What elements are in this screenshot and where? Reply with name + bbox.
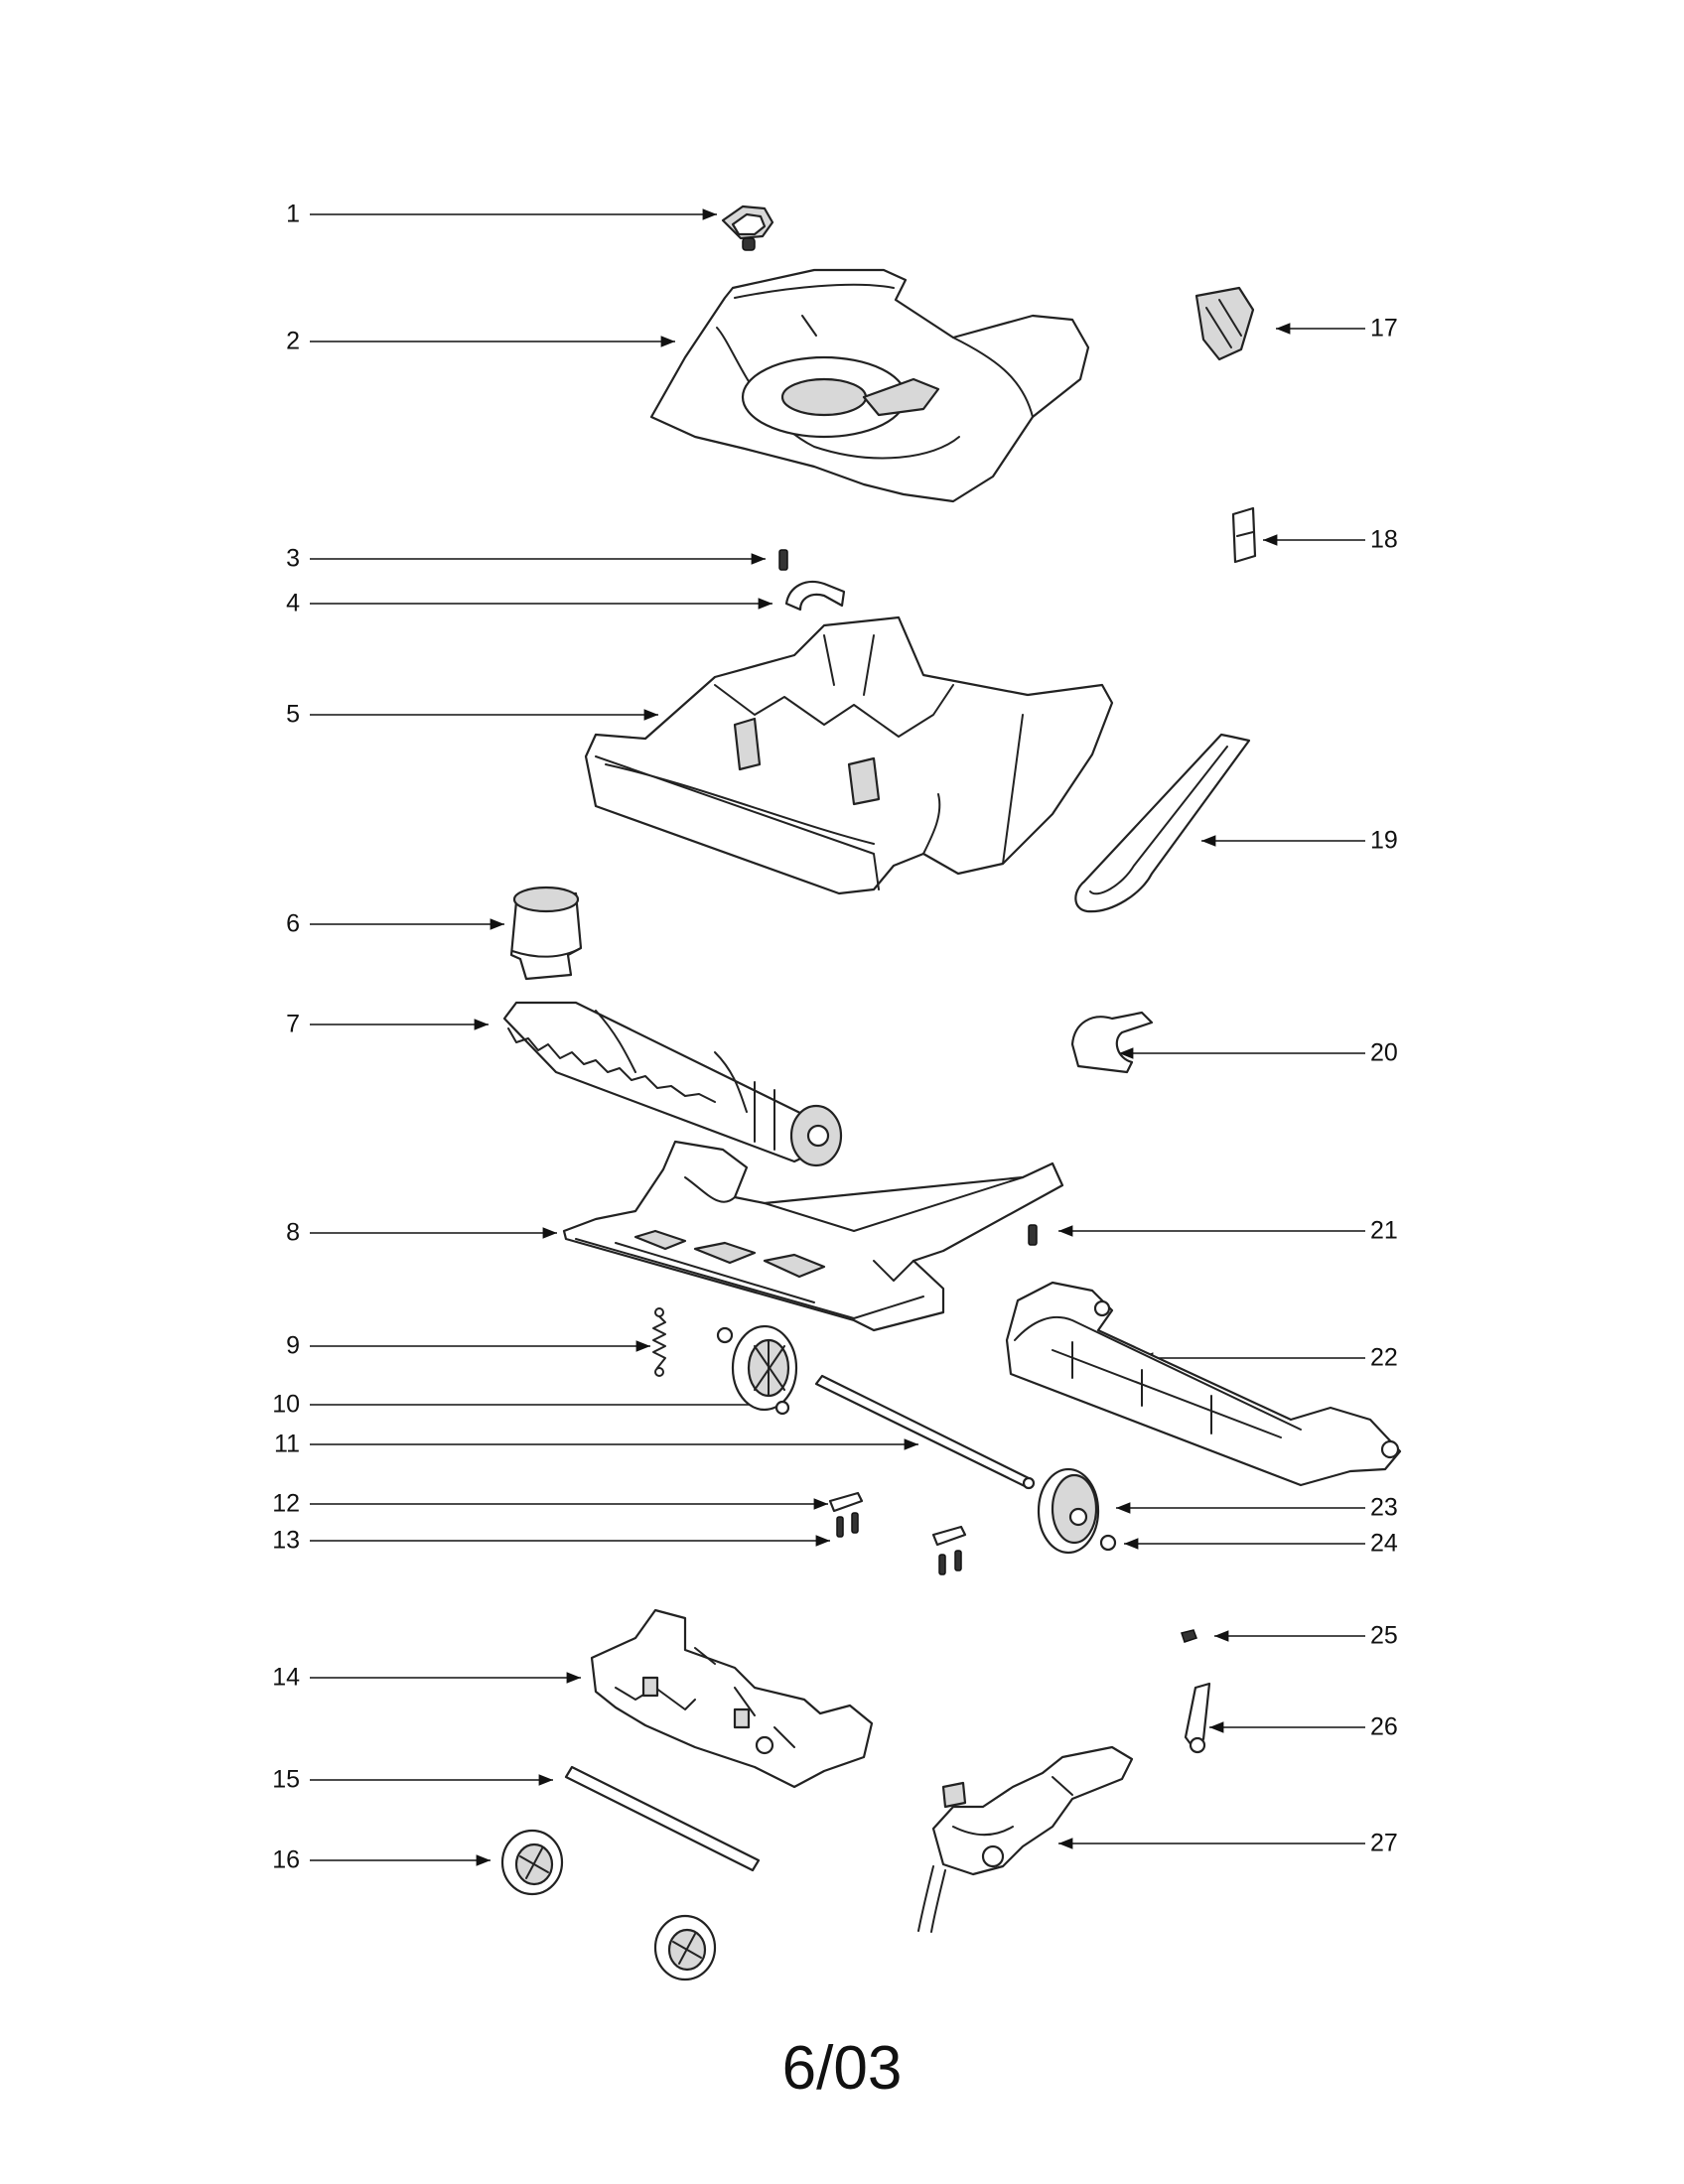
callout-label-19: 19	[1370, 826, 1398, 855]
callout-label-16: 16	[272, 1845, 300, 1874]
part-14-chassis	[590, 1608, 874, 1789]
callout-label-11: 11	[274, 1430, 300, 1458]
part-1-knob	[721, 205, 774, 251]
part-22-rear-housing	[1005, 1281, 1402, 1487]
part-10-wheel	[716, 1324, 798, 1416]
callout-label-14: 14	[272, 1663, 300, 1692]
callout-label-7: 7	[286, 1010, 300, 1038]
callout-label-26: 26	[1370, 1712, 1398, 1741]
callout-label-2: 2	[286, 327, 300, 355]
part-8-bottom-plate	[562, 1140, 1064, 1332]
callout-label-10: 10	[272, 1390, 300, 1419]
part-3-screw	[778, 549, 788, 571]
leader-lines-left	[310, 208, 918, 1866]
leader-lines-right	[1058, 323, 1365, 1849]
part-11-axle	[814, 1374, 1036, 1490]
part-4-strap	[784, 580, 846, 612]
part-24-washer	[1099, 1534, 1117, 1552]
callout-label-24: 24	[1370, 1529, 1398, 1558]
callout-label-25: 25	[1370, 1621, 1398, 1650]
callout-label-22: 22	[1370, 1343, 1398, 1372]
part-27-handle-bracket	[917, 1745, 1134, 1933]
callout-label-13: 13	[272, 1526, 300, 1555]
callout-label-6: 6	[286, 909, 300, 938]
callout-label-8: 8	[286, 1218, 300, 1247]
part-5-base-housing	[584, 615, 1114, 895]
callout-label-5: 5	[286, 700, 300, 729]
part-26-lever	[1184, 1682, 1211, 1754]
part-15-rod	[564, 1765, 761, 1872]
footer-date-code: 6/03	[781, 2034, 903, 2103]
callout-label-3: 3	[286, 544, 300, 573]
callout-label-20: 20	[1370, 1038, 1398, 1067]
callout-label-4: 4	[286, 589, 300, 617]
callout-label-15: 15	[272, 1765, 300, 1794]
part-2-hood	[649, 268, 1090, 503]
part-9-spring	[652, 1307, 666, 1377]
callout-label-1: 1	[286, 200, 300, 228]
callout-label-12: 12	[272, 1489, 300, 1518]
callout-label-18: 18	[1370, 525, 1398, 554]
part-12-clip	[828, 1491, 967, 1547]
callout-label-17: 17	[1370, 314, 1398, 342]
part-17-bracket	[1194, 286, 1255, 361]
part-13-screws	[836, 1512, 962, 1575]
part-21-screw	[1028, 1224, 1038, 1246]
callout-label-27: 27	[1370, 1829, 1398, 1857]
part-20-clip	[1070, 1011, 1154, 1074]
part-16-wheels	[500, 1829, 717, 1981]
part-6-coupling	[509, 886, 583, 981]
callout-label-21: 21	[1370, 1216, 1398, 1245]
part-18-clip	[1231, 506, 1257, 564]
part-25-screw	[1181, 1629, 1197, 1643]
part-23-rear-wheel	[1037, 1467, 1100, 1555]
part-7-brushroll	[502, 1001, 843, 1167]
callout-label-23: 23	[1370, 1493, 1398, 1522]
callout-label-9: 9	[286, 1331, 300, 1360]
part-19-belt	[1074, 733, 1251, 913]
